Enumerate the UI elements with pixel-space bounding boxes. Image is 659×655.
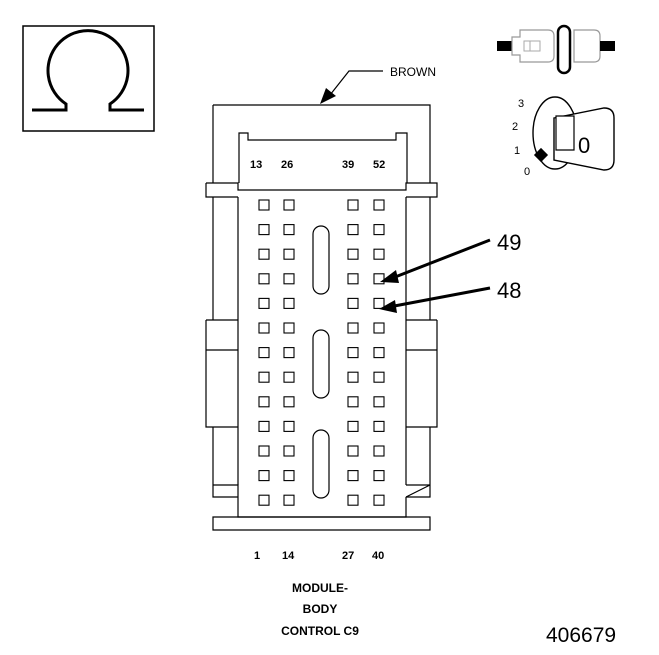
pin-cavity <box>373 199 385 211</box>
pin-cavity <box>347 371 359 383</box>
pin-cavity <box>347 347 359 359</box>
pin-cavity <box>283 396 295 408</box>
callout-49: 49 <box>380 230 521 283</box>
pin-cavity <box>258 273 270 285</box>
pin-grid <box>258 199 385 506</box>
pin-cavity <box>283 470 295 482</box>
pin-cavity <box>347 297 359 309</box>
disconnected-connector-icon <box>497 24 615 75</box>
connector-color-label: BROWN <box>390 65 436 79</box>
callout-49-label: 49 <box>497 230 521 255</box>
key-label: 0 <box>578 133 590 158</box>
pin-cavity <box>283 420 295 432</box>
pin-cavity <box>258 199 270 211</box>
ignition-key-icon: 3 2 1 0 0 <box>512 96 615 178</box>
pin-label-39: 39 <box>342 159 354 171</box>
pin-cavity <box>283 273 295 285</box>
pin-cavity <box>373 420 385 432</box>
pin-cavity <box>258 322 270 334</box>
pin-cavity <box>258 396 270 408</box>
figure-number: 406679 <box>546 624 616 647</box>
pin-cavity <box>373 347 385 359</box>
pin-cavity <box>347 224 359 236</box>
pin-cavity <box>347 494 359 506</box>
pin-cavity <box>258 297 270 309</box>
pin-cavity <box>258 371 270 383</box>
pin-cavity <box>347 273 359 285</box>
pin-cavity <box>283 248 295 260</box>
pin-cavity <box>283 199 295 211</box>
pin-cavity <box>373 445 385 457</box>
pin-cavity <box>373 273 385 285</box>
pin-cavity <box>347 420 359 432</box>
pin-cavity <box>258 420 270 432</box>
pin-cavity <box>283 322 295 334</box>
pin-cavity <box>373 470 385 482</box>
pin-cavity <box>347 445 359 457</box>
pin-cavity <box>283 224 295 236</box>
pin-cavity <box>373 494 385 506</box>
pin-cavity <box>258 494 270 506</box>
pin-cavity <box>258 470 270 482</box>
pin-cavity <box>258 248 270 260</box>
pin-cavity <box>347 248 359 260</box>
pin-cavity <box>258 347 270 359</box>
ignition-position-0: 0 <box>524 166 530 178</box>
pin-cavity <box>347 470 359 482</box>
pin-cavity <box>283 347 295 359</box>
pin-cavity <box>347 396 359 408</box>
callout-48-label: 48 <box>497 278 521 303</box>
pin-cavity <box>347 322 359 334</box>
connector-name-line2: BODY <box>303 602 338 616</box>
pin-label-13: 13 <box>250 159 262 171</box>
connector-housing <box>205 104 438 531</box>
pin-cavity <box>258 445 270 457</box>
pin-label-26: 26 <box>281 159 293 171</box>
connector-name-line3: CONTROL C9 <box>281 624 359 638</box>
pin-cavity <box>373 297 385 309</box>
pin-cavity <box>283 445 295 457</box>
pin-cavity <box>283 371 295 383</box>
pin-cavity <box>283 297 295 309</box>
callout-48: 48 <box>379 278 521 313</box>
ohm-icon <box>22 25 155 132</box>
pin-cavity <box>373 322 385 334</box>
pin-cavity <box>258 224 270 236</box>
connector-name-line1: MODULE- <box>292 581 348 595</box>
ignition-position-2: 2 <box>512 121 518 133</box>
pin-label-14: 14 <box>282 550 295 562</box>
pin-cavity <box>373 248 385 260</box>
pin-label-40: 40 <box>372 550 384 562</box>
pin-label-52: 52 <box>373 159 385 171</box>
pin-cavity <box>373 371 385 383</box>
ignition-position-1: 1 <box>514 145 520 157</box>
pin-cavity <box>283 494 295 506</box>
ignition-position-3: 3 <box>518 98 524 110</box>
pin-label-1: 1 <box>254 550 260 562</box>
pin-cavity <box>373 224 385 236</box>
pin-cavity <box>347 199 359 211</box>
pin-cavity <box>373 396 385 408</box>
pin-label-27: 27 <box>342 550 354 562</box>
